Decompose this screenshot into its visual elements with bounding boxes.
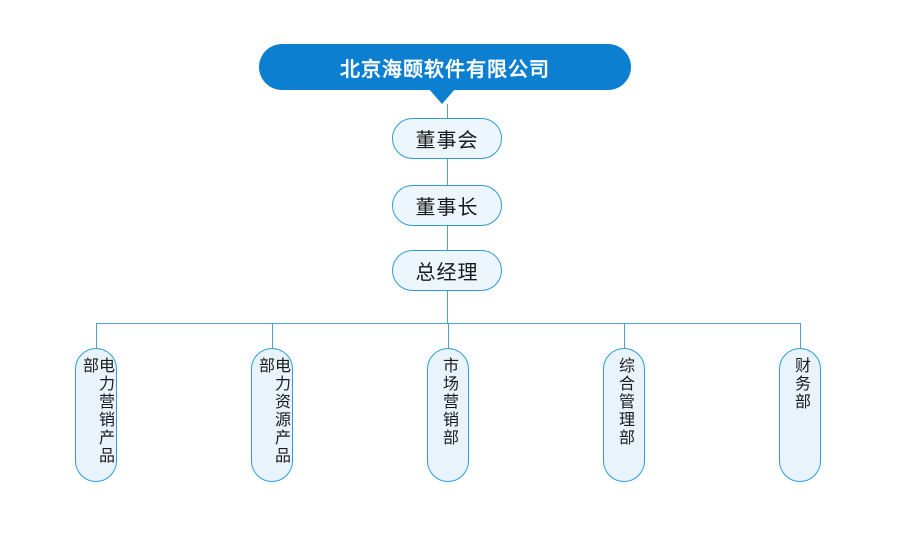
company-title: 北京海颐软件有限公司	[340, 58, 550, 81]
dept-label: 市场营销部	[440, 357, 457, 447]
node-dept-finance: 财务部	[779, 348, 821, 482]
connector-gm-to-rail	[447, 290, 448, 323]
header-pointer-triangle	[428, 88, 456, 104]
node-dept-power-marketing-products: 电力营销产品部	[75, 348, 117, 482]
node-dept-general-management: 综合管理部	[603, 348, 645, 482]
node-label: 总经理	[415, 262, 479, 284]
node-dept-marketing: 市场营销部	[427, 348, 469, 482]
connector-drop-dept-5	[800, 324, 801, 348]
company-title-node: 北京海颐软件有限公司	[259, 44, 631, 90]
node-board-of-directors: 董事会	[392, 118, 502, 159]
node-chairman: 董事长	[392, 185, 502, 226]
dept-label: 财务部	[792, 357, 809, 411]
connector-pointer-to-board	[447, 104, 448, 118]
connector-board-to-chairman	[447, 158, 448, 185]
dept-label: 电力营销产品部	[80, 357, 113, 465]
dept-label: 电力资源产品部	[256, 357, 289, 465]
connector-drop-dept-4	[624, 324, 625, 348]
connector-drop-dept-1	[96, 324, 97, 348]
connector-chairman-to-gm	[447, 225, 448, 250]
node-label: 董事长	[415, 197, 479, 219]
dept-label: 综合管理部	[616, 357, 633, 447]
node-label: 董事会	[415, 130, 479, 152]
connector-horizontal-rail	[96, 323, 801, 324]
node-general-manager: 总经理	[392, 250, 502, 291]
node-dept-power-resource-products: 电力资源产品部	[251, 348, 293, 482]
connector-drop-dept-3	[448, 324, 449, 348]
connector-drop-dept-2	[272, 324, 273, 348]
